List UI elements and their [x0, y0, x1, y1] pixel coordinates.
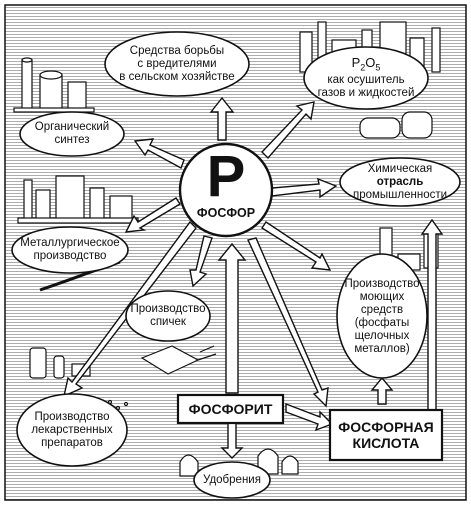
desiccant-formula: P2O5: [351, 54, 381, 73]
arrow-to-organic-synthesis: [133, 138, 185, 170]
chemical-industry-line-1: Химическая: [367, 162, 433, 175]
node-pest-control: [104, 31, 250, 97]
match-box-illustration: [140, 345, 217, 375]
arrow-to-fertilizers: [220, 421, 244, 459]
desiccant-label: P2O5 как осушитель газов и жидкостей: [308, 52, 424, 104]
node-metallurgy: [11, 226, 129, 274]
arrow-phosphorite-to-phosphorus: [217, 242, 247, 394]
phosphoric-acid-label: ФОСФОРНАЯ КИСЛОТА: [338, 419, 434, 451]
organic-synthesis-label: Органический синтез: [34, 121, 110, 146]
fertilizer-bags-illustration: [179, 448, 299, 477]
node-phosphoric-acid: [328, 408, 444, 462]
arrow-to-pest-control: [209, 96, 235, 141]
metallurgy-label: Металлургическое производство: [20, 237, 120, 262]
desiccant-text: как осушитель газов и жидкостей: [317, 74, 415, 100]
pest-control-label: Средства борьбы с вредителями в сельском…: [119, 44, 235, 83]
pharma-label: Производство лекарственных препаратов: [31, 410, 113, 449]
arrow-to-phosphoric-acid: [247, 237, 329, 408]
node-fertilizers: [193, 461, 271, 499]
matches-label: Производство спичек: [130, 303, 206, 328]
arrow-phosphorite-to-acid: [285, 402, 334, 432]
node-pharma: [16, 393, 128, 467]
fertilizers-label: Удобрения: [203, 473, 261, 486]
arrow-to-desiccant: [261, 101, 315, 160]
node-chemical-industry: [339, 157, 461, 207]
node-phosphorite: [176, 393, 285, 425]
node-desiccant: [303, 46, 429, 110]
arrow-to-detergents: [261, 221, 332, 271]
arrow-acid-to-detergents: [370, 376, 394, 405]
chemical-industry-label: Химическая отрасль промышленности: [344, 162, 456, 202]
arrow-to-chemical-industry: [271, 177, 338, 199]
arrow-to-metallurgy: [124, 197, 181, 233]
phosphorus-name: ФОСФОР: [196, 206, 256, 220]
detergents-label: Производство моющих средств (фосфаты щел…: [344, 278, 420, 355]
node-detergents: [336, 253, 428, 379]
arrow-to-matches: [189, 235, 213, 288]
chemical-industry-line-3: промышленности: [352, 188, 448, 201]
phosphorite-label: ФОСФОРИТ: [188, 401, 273, 417]
chemical-industry-line-2: отрасль: [376, 175, 424, 188]
node-matches: [125, 290, 211, 342]
node-phosphorus: [178, 142, 274, 238]
phosphorus-symbol: P: [206, 144, 246, 209]
node-organic-synthesis: [19, 111, 125, 157]
arrows: [63, 96, 444, 459]
